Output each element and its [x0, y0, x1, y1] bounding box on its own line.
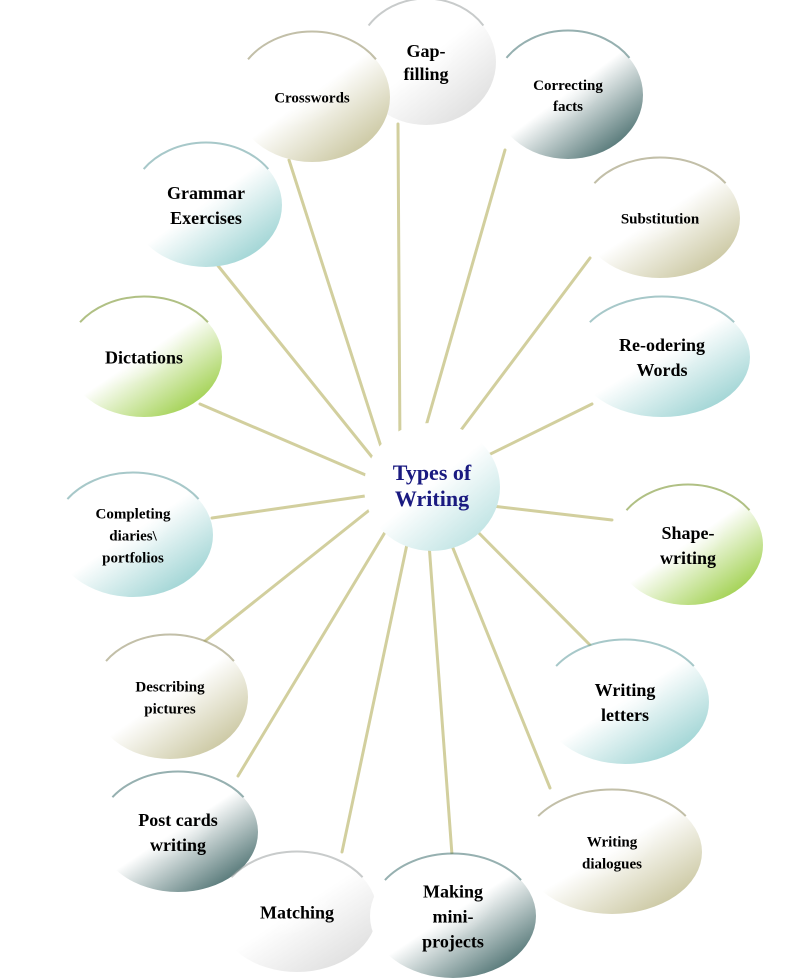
node-label-completing-diaries-line-1: Completing — [96, 506, 172, 522]
connector-crosswords — [287, 158, 386, 458]
connector-dictations — [198, 402, 370, 478]
node-rim-matching — [230, 850, 364, 878]
node-label-shape-writing-line-2: writing — [660, 548, 716, 568]
node-rim-substitution — [593, 156, 727, 184]
node-highlight-gap-filling — [363, 8, 468, 97]
node-label-making-mini-projects-line-3: projects — [422, 931, 484, 951]
node-label-making-mini-projects-line-2: mini- — [432, 906, 473, 926]
node-highlight-substitution — [588, 167, 708, 251]
node-rim-dictations — [79, 295, 209, 323]
connector-correcting-facts — [416, 148, 507, 456]
node-crosswords: Crosswords — [234, 30, 390, 162]
node-writing-letters: Writing letters — [541, 638, 709, 764]
node-highlight-completing-diaries — [61, 482, 181, 570]
node-rim-writing-letters — [555, 638, 695, 667]
node-dictations: Dictations — [66, 295, 222, 417]
node-rim-crosswords — [247, 30, 377, 60]
node-label-substitution-line-1: Substitution — [621, 211, 700, 227]
node-label-describing-pictures-line-1: Describing — [135, 679, 205, 695]
connector-grammar-exercises — [213, 260, 378, 464]
node-highlight-re-odering-words — [582, 306, 715, 390]
connector-substitution — [438, 256, 592, 460]
node-rim-re-odering-words — [589, 295, 735, 323]
node-label-shape-writing-line-1: Shape- — [661, 523, 714, 543]
node-highlight-shape-writing — [620, 494, 733, 578]
node-describing-pictures: Describing pictures — [92, 633, 248, 759]
node-label-correcting-facts-line-1: Correcting — [533, 78, 603, 94]
node-label-post-cards-writing-line-2: writing — [150, 835, 206, 855]
node-highlight-matching — [225, 861, 345, 945]
connector-completing-diaries — [210, 494, 367, 520]
node-highlight-post-cards-writing — [106, 781, 226, 865]
node-label-gap-filling-line-1: Gap- — [406, 41, 445, 61]
connector-shape-writing — [490, 504, 614, 522]
node-label-writing-letters-line-2: letters — [601, 705, 649, 725]
node-label-crosswords-line-1: Crosswords — [274, 90, 350, 106]
connector-writing-letters — [462, 516, 592, 647]
node-label-completing-diaries-line-3: portfolios — [102, 550, 164, 566]
node-post-cards-writing: Post cards writing — [98, 770, 258, 892]
node-rim-post-cards-writing — [111, 770, 245, 798]
node-highlight-grammar-exercises — [137, 152, 252, 240]
node-label-dictations-line-1: Dictations — [105, 347, 183, 367]
node-rim-grammar-exercises — [142, 141, 270, 170]
node-label-correcting-facts-line-2: facts — [553, 99, 583, 115]
node-substitution: Substitution — [580, 156, 740, 278]
node-highlight-writing-letters — [549, 649, 676, 737]
node-rim-gap-filling — [367, 0, 485, 27]
node-rim-writing-dialogues — [537, 788, 687, 817]
node-writing-dialogues: Writing dialogues — [522, 788, 702, 914]
center-node: Types of Writing — [364, 423, 500, 551]
node-label-making-mini-projects-line-1: Making — [423, 881, 483, 901]
node-label-describing-pictures-line-2: pictures — [144, 701, 196, 717]
node-highlight-writing-dialogues — [531, 799, 666, 887]
node-label-writing-dialogues-line-2: dialogues — [582, 856, 642, 872]
connector-describing-pictures — [198, 506, 374, 647]
node-highlight-making-mini-projects — [378, 863, 503, 951]
center-title-line-1: Types of — [393, 460, 472, 485]
center-title-line-2: Writing — [395, 486, 469, 511]
connector-post-cards-writing — [236, 522, 392, 778]
node-rim-shape-writing — [625, 483, 751, 511]
node-highlight-crosswords — [241, 41, 359, 133]
node-rim-correcting-facts — [505, 29, 631, 59]
node-label-writing-dialogues-line-1: Writing — [587, 834, 638, 850]
connector-gap-filling — [396, 122, 402, 454]
node-making-mini-projects: Making mini-projects — [370, 852, 536, 978]
connector-writing-dialogues — [442, 524, 552, 790]
node-rim-making-mini-projects — [384, 852, 522, 881]
connector-matching — [340, 528, 412, 854]
node-label-gap-filling-line-2: filling — [403, 64, 448, 84]
node-label-matching-line-1: Matching — [260, 902, 334, 922]
node-completing-diaries: Completing diaries\ portfolios — [53, 471, 213, 597]
node-label-post-cards-writing-line-1: Post cards — [138, 810, 218, 830]
node-gap-filling: Gap-filling — [356, 0, 496, 125]
node-shape-writing: Shape-writing — [613, 483, 763, 605]
node-highlight-dictations — [73, 306, 191, 390]
node-rim-describing-pictures — [105, 633, 235, 662]
node-label-re-odering-words-line-2: Words — [636, 360, 687, 380]
node-label-writing-letters-line-1: Writing — [595, 680, 656, 700]
node-label-re-odering-words-line-1: Re-odering — [619, 335, 705, 355]
connector-making-mini-projects — [426, 528, 454, 857]
node-highlight-describing-pictures — [99, 644, 217, 732]
node-highlight-correcting-facts — [500, 40, 613, 131]
node-matching: Matching — [217, 850, 377, 972]
node-label-grammar-exercises-line-1: Grammar — [167, 183, 245, 203]
node-rim-completing-diaries — [66, 471, 200, 500]
node-label-completing-diaries-line-2: diaries\ — [109, 528, 157, 544]
node-correcting-facts: Correcting facts — [493, 29, 643, 159]
node-label-grammar-exercises-line-2: Exercises — [170, 208, 242, 228]
center-node-ellipse — [364, 423, 500, 551]
